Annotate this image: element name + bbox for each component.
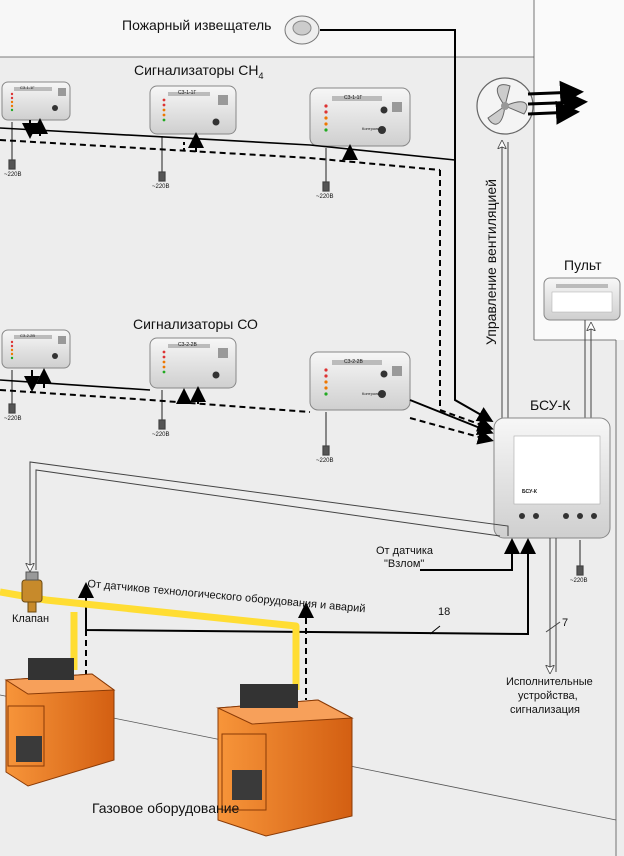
vent-control-lines xyxy=(502,142,509,418)
gas-equipment-label: Газовое оборудование xyxy=(92,800,240,816)
co-sensor-1 xyxy=(1,329,71,369)
ch4-model-3: СЗ-1-1Г xyxy=(344,95,363,101)
fire-detector-label: Пожарный извещатель xyxy=(122,17,272,33)
power-label-2: ~220В xyxy=(152,184,170,190)
power-label-3: ~220В xyxy=(316,194,334,200)
wires-18-label: 18 xyxy=(438,606,451,618)
co-button-3: Контроль xyxy=(362,391,380,396)
ch4-sensor-2 xyxy=(149,85,237,135)
co-sensors-title: Сигнализаторы СО xyxy=(133,316,258,332)
valve-icon xyxy=(21,571,43,613)
bsu-face-label: БСУ-К xyxy=(522,489,537,495)
co-model-3: СЗ-2-2В xyxy=(344,359,363,365)
ch4-sensor-1 xyxy=(1,81,71,121)
fan-icon xyxy=(476,77,588,135)
power-label-5: ~220В xyxy=(152,432,170,438)
co-sensor-3 xyxy=(309,351,411,411)
fire-detector-icon xyxy=(284,15,320,45)
wires-7-label: 7 xyxy=(562,617,569,629)
ceiling-zone xyxy=(0,0,534,57)
ch4-sensor-3 xyxy=(309,87,411,147)
power-label-7: ~220В xyxy=(570,578,588,584)
co-sensor-2 xyxy=(149,337,237,389)
power-label-4: ~220В xyxy=(4,416,22,422)
ch4-title-text: Сигнализаторы СН xyxy=(134,62,259,78)
pult-device xyxy=(543,277,621,418)
power-label-6: ~220В xyxy=(316,458,334,464)
exec-label-2: устройства, xyxy=(518,690,578,702)
ch4-subscript: 4 xyxy=(258,70,264,81)
co-bus-lines xyxy=(0,368,311,413)
ch4-model-2: СЗ-1-1Г xyxy=(178,90,197,96)
power-label-1: ~220В xyxy=(4,172,22,178)
klapan-label: Клапан xyxy=(12,613,50,625)
bsu-input-lines xyxy=(320,29,494,445)
co-model-2: СЗ-2-2В xyxy=(178,342,197,348)
ch4-model-1: СЗ-1-1Г xyxy=(20,85,35,90)
break-in-label-2: "Взлом" xyxy=(384,558,425,570)
exec-label-1: Исполнительные xyxy=(506,676,593,688)
power-plugs xyxy=(8,122,584,576)
ch4-bus-lines xyxy=(0,118,456,171)
co-model-1: СЗ-2-2В xyxy=(20,333,36,338)
pult-label: Пульт xyxy=(564,257,602,273)
vent-control-label: Управление вентиляцией xyxy=(483,179,499,345)
bsu-k-unit xyxy=(493,417,611,539)
valve-control-line xyxy=(30,461,509,570)
ch4-button-3: Контроль xyxy=(362,126,380,131)
bsu-bottom-lines xyxy=(78,538,536,700)
boiler-1 xyxy=(4,658,116,787)
ch4-sensors-title: Сигнализаторы СН4 xyxy=(134,62,263,81)
exec-output-lines xyxy=(546,538,561,672)
break-in-label-1: От датчика xyxy=(376,545,434,557)
bsu-k-label: БСУ-К xyxy=(530,397,571,413)
boiler-2 xyxy=(216,684,354,837)
exec-label-3: сигнализация xyxy=(510,704,580,716)
